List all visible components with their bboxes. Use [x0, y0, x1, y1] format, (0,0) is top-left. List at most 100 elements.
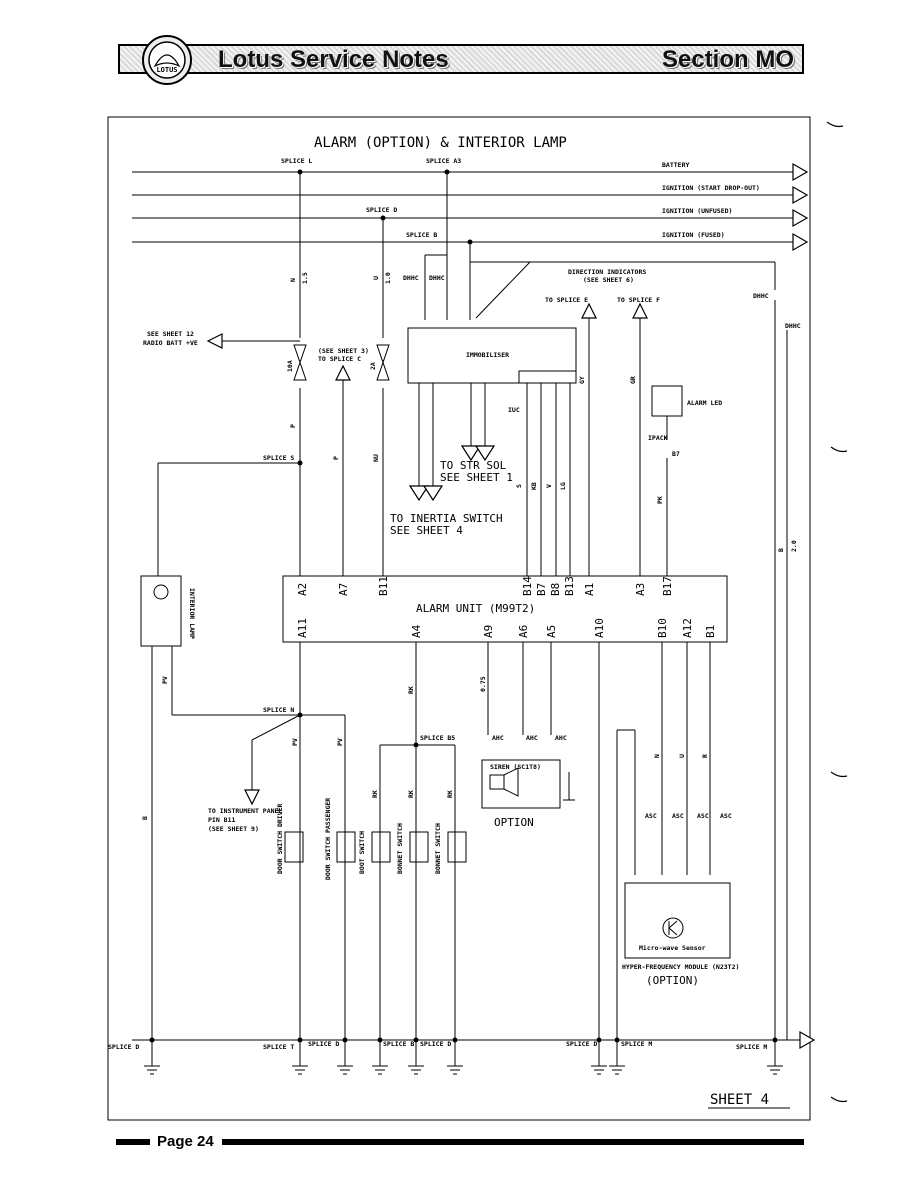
splice-b-bottom-label: SPLICE B	[383, 1040, 414, 1048]
ref-inertia-1: TO INERTIA SWITCH	[390, 512, 503, 525]
wire-pk: PK	[656, 496, 664, 504]
wire-s: S	[515, 484, 523, 488]
pin-a10: A10	[593, 618, 606, 638]
connector-ahc: AHC	[526, 734, 538, 742]
connector-ipack: IPACK	[648, 434, 668, 442]
header-section: Section MO	[661, 46, 794, 73]
pin-b8: B8	[549, 583, 562, 596]
alarm-led-label: ALARM LED	[687, 399, 722, 407]
pin-a7: A7	[337, 583, 350, 596]
pin-b7: B7	[535, 583, 548, 596]
wire-p: P	[332, 456, 340, 460]
hyper-module-label: HYPER-FREQUENCY MODULE (N23T2)	[622, 963, 739, 971]
splice-a3-label: SPLICE A3	[426, 157, 461, 165]
pin-b10: B10	[656, 618, 669, 638]
pin-a1: A1	[583, 583, 596, 596]
alarm-unit-label: ALARM UNIT (M99T2)	[416, 602, 535, 615]
ref-direction-1: DIRECTION INDICATORS	[568, 268, 646, 276]
splice-d3-label: SPLICE D	[420, 1040, 451, 1048]
margin-mark	[826, 121, 844, 128]
ref-inertia-2: SEE SHEET 4	[390, 524, 463, 537]
splice-m2-label: SPLICE M	[736, 1043, 767, 1051]
splice-d2-label: SPLICE D	[308, 1040, 339, 1048]
splice-m1-label: SPLICE M	[621, 1040, 652, 1048]
siren-option: OPTION	[494, 816, 534, 829]
hyper-option: (OPTION)	[646, 974, 699, 987]
connector-dhhc: DHHC	[785, 322, 801, 330]
connector-asc: ASC	[645, 812, 657, 820]
rail-battery: BATTERY	[662, 161, 689, 169]
switch-door-passenger-label: DOOR SWITCH PASSENGER	[324, 798, 332, 880]
splice-d4-label: SPLICE D	[566, 1040, 597, 1048]
pin-a2: A2	[296, 583, 309, 596]
splice-d-label: SPLICE D	[366, 206, 397, 214]
margin-mark	[830, 1096, 848, 1103]
pin-b17: B17	[661, 576, 674, 596]
lotus-logo: LOTUS	[142, 35, 192, 85]
wire-b: B	[141, 816, 149, 820]
wire-n: N	[653, 754, 661, 758]
wire-u: U	[678, 754, 686, 758]
splice-n-label: SPLICE N	[263, 706, 294, 714]
ref-str-sol-2: SEE SHEET 1	[440, 471, 513, 484]
header-bar: Lotus Service Notes Section MO	[118, 44, 804, 74]
wire-pv: PV	[291, 738, 299, 746]
connector-ahc: AHC	[555, 734, 567, 742]
wire-size: 0.75	[479, 676, 487, 692]
wire-nu: NU	[372, 454, 380, 462]
margin-mark	[830, 446, 848, 453]
rail-ignition-unfused: IGNITION (UNFUSED)	[662, 207, 732, 215]
margin-mark	[830, 771, 848, 778]
wire-pv: PV	[161, 676, 169, 684]
splice-s-label: SPLICE S	[263, 454, 294, 462]
rail-ignition-fused: IGNITION (FUSED)	[662, 231, 725, 239]
fuse-2a: 2A	[369, 362, 377, 370]
pin-a5: A5	[545, 625, 558, 638]
wire-n: N	[289, 278, 297, 282]
wire-u: U	[372, 276, 380, 280]
connector-iuc: IUC	[508, 406, 520, 414]
ref-direction-2: (SEE SHEET 6)	[583, 276, 634, 284]
pin-a9: A9	[482, 625, 495, 638]
pin-b13: B13	[563, 576, 576, 596]
pin-a4: A4	[410, 624, 423, 638]
immobiliser-label: IMMOBILISER	[466, 351, 509, 359]
ref-radio-2: RADIO BATT +VE	[143, 339, 198, 347]
wire-size: 1.5	[301, 272, 309, 284]
ref-splice-e: TO SPLICE E	[545, 296, 588, 304]
connector-dhhc: DHHC	[753, 292, 769, 300]
microwave-label: Micro-wave Sensor	[639, 944, 706, 952]
wire-pv: PV	[336, 738, 344, 746]
header-title: Lotus Service Notes	[218, 46, 449, 73]
splice-t-label: SPLICE T	[263, 1043, 294, 1051]
wire-v: V	[545, 484, 553, 488]
rail-ignition-start: IGNITION (START DROP-OUT)	[662, 184, 760, 192]
connector-ahc: AHC	[492, 734, 504, 742]
page-number: Page 24	[157, 1133, 214, 1150]
wire-rk: RK	[407, 790, 415, 798]
pin-b1: B1	[704, 625, 717, 638]
ref-radio-1: SEE SHEET 12	[147, 330, 194, 338]
ref-instrument-1: TO INSTRUMENT PANEL	[208, 807, 282, 815]
wire-kb: KB	[530, 482, 538, 490]
wire-p: P	[289, 424, 297, 428]
logo-text: LOTUS	[156, 66, 177, 74]
interior-lamp-label: INTERIOR LAMP	[188, 588, 196, 639]
splice-l-label: SPLICE L	[281, 157, 312, 165]
siren-label: SIREN (SC1T8)	[490, 763, 541, 771]
switch-bonnet-label: BONNET SWITCH	[396, 823, 404, 874]
ref-splice-c-2: TO SPLICE C	[318, 355, 361, 363]
ref-splice-c-1: (SEE SHEET 3)	[318, 347, 369, 355]
pin-a12: A12	[681, 618, 694, 638]
wire-size: 1.0	[384, 272, 392, 284]
switch-boot-label: BOOT SWITCH	[358, 831, 366, 874]
ref-splice-f: TO SPLICE F	[617, 296, 660, 304]
switch-door-driver-label: DOOR SWITCH DRIVER	[276, 803, 284, 874]
wire-b: B	[777, 548, 785, 552]
pin-b14: B14	[521, 576, 534, 596]
wire-rk: RK	[371, 790, 379, 798]
ref-instrument-2: PIN B11	[208, 816, 235, 824]
pin-a3: A3	[634, 583, 647, 596]
connector-asc: ASC	[720, 812, 732, 820]
